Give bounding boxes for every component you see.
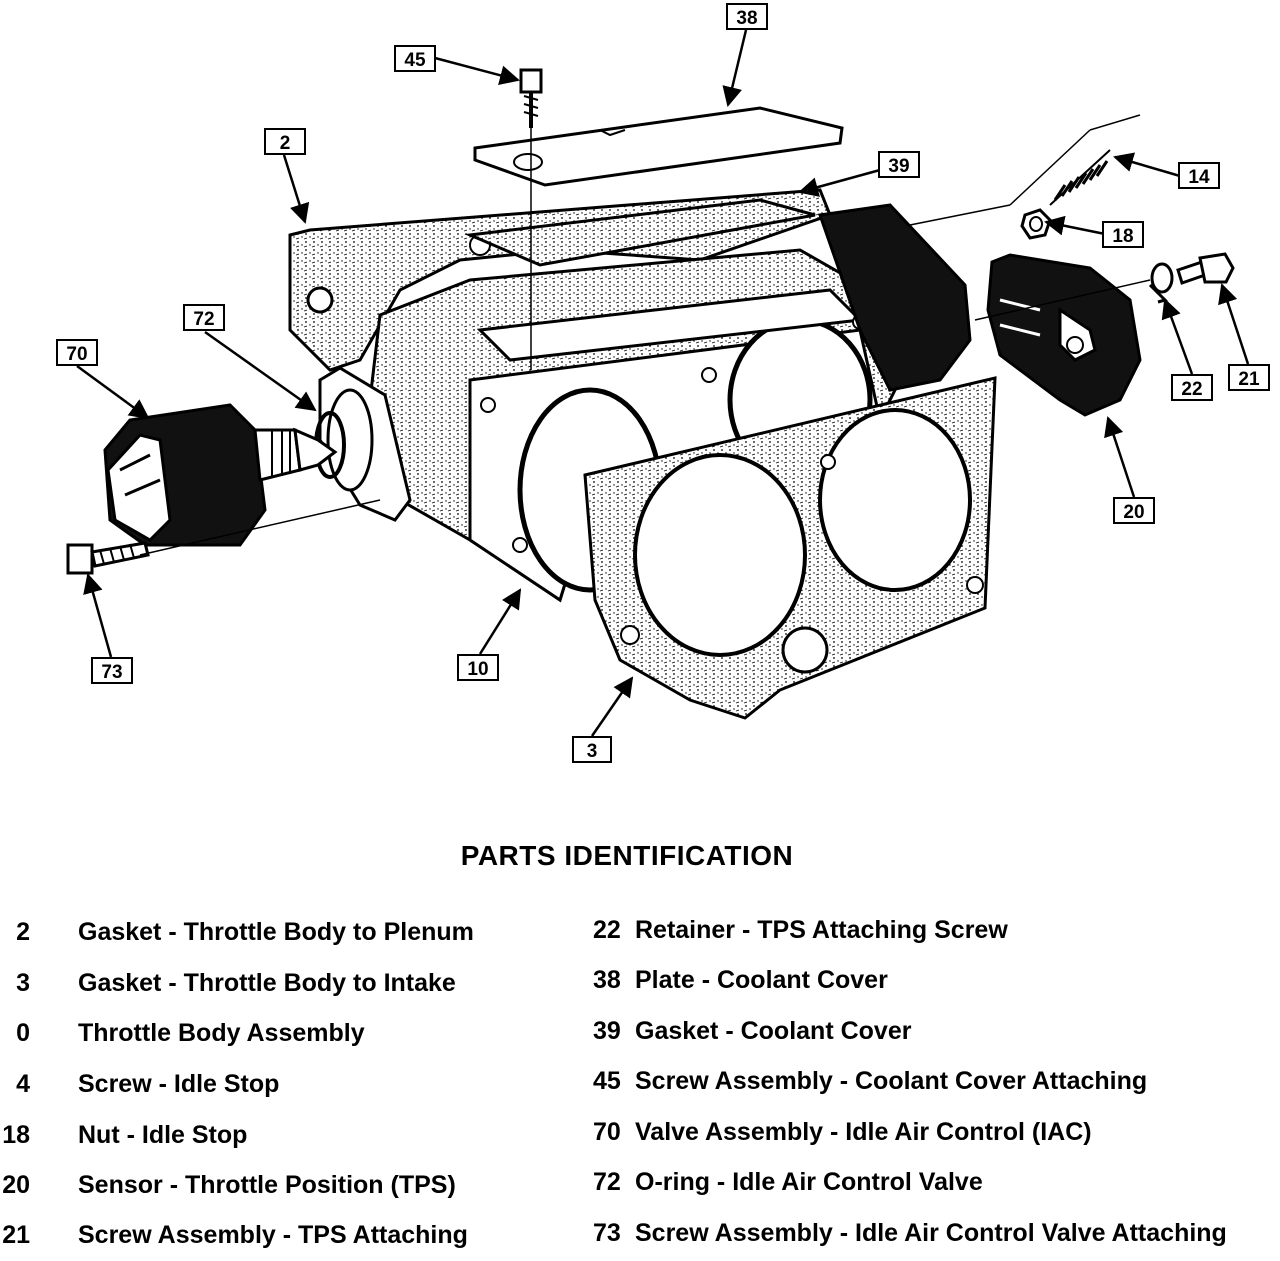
coolant-cover-screw <box>519 68 543 128</box>
list-item: 18 Nut - Idle Stop <box>0 1121 570 1161</box>
part-description: Sensor - Throttle Position (TPS) <box>78 1171 456 1199</box>
callout-73: 73 <box>91 657 133 684</box>
tps-retainer <box>1148 262 1174 304</box>
part-number: 21 <box>2 1221 30 1249</box>
part-description: Nut - Idle Stop <box>78 1121 248 1149</box>
part-number: 70 <box>593 1118 621 1146</box>
callout-39: 39 <box>878 151 920 178</box>
callout-70: 70 <box>56 339 98 366</box>
parts-identification-title: PARTS IDENTIFICATION <box>460 840 794 871</box>
part-number: 3 <box>16 969 30 997</box>
callout-2: 2 <box>264 128 306 155</box>
assembly-guide-lines <box>139 114 1151 556</box>
idle-stop-nut <box>1020 208 1052 240</box>
list-item: 2 Gasket - Throttle Body to Plenum <box>0 918 570 958</box>
list-item: 0 Throttle Body Assembly <box>0 1019 570 1059</box>
callout-20: 20 <box>1113 497 1155 524</box>
list-item: 22 Retainer - TPS Attaching Screw <box>593 916 1273 956</box>
part-number: 39 <box>593 1017 621 1045</box>
coolant-cover-plate <box>473 106 844 187</box>
throttle-position-sensor <box>986 253 1142 417</box>
part-number: 38 <box>593 966 621 994</box>
part-number: 72 <box>593 1168 621 1196</box>
part-description: Gasket - Throttle Body to Intake <box>78 969 456 997</box>
list-item: 38 Plate - Coolant Cover <box>593 966 1273 1006</box>
callout-3: 3 <box>572 736 612 763</box>
part-description: Gasket - Throttle Body to Plenum <box>78 918 474 946</box>
part-description: Retainer - TPS Attaching Screw <box>635 916 1008 944</box>
part-description: Gasket - Coolant Cover <box>635 1017 912 1045</box>
callout-72: 72 <box>183 304 225 331</box>
coolant-cover-gasket <box>464 198 816 267</box>
tps-screw <box>1176 252 1235 285</box>
list-item: 39 Gasket - Coolant Cover <box>593 1017 1273 1057</box>
callout-leaders <box>76 29 1250 737</box>
callout-10: 10 <box>457 654 499 681</box>
part-description: Screw Assembly - Idle Air Control Valve … <box>635 1219 1227 1247</box>
part-number: 20 <box>2 1171 30 1199</box>
list-item: 73 Screw Assembly - Idle Air Control Val… <box>593 1219 1273 1259</box>
callout-21: 21 <box>1228 364 1270 391</box>
part-description: Screw Assembly - Coolant Cover Attaching <box>635 1067 1148 1095</box>
part-number: 2 <box>16 918 30 946</box>
list-item: 3 Gasket - Throttle Body to Intake <box>0 969 570 1009</box>
exploded-view-diagram <box>66 29 1250 737</box>
throttle-body <box>368 248 902 603</box>
return-spring <box>1049 149 1111 206</box>
part-number: 4 <box>16 1070 30 1098</box>
list-item: 20 Sensor - Throttle Position (TPS) <box>0 1171 570 1211</box>
intake-gasket <box>583 376 997 720</box>
callout-18: 18 <box>1102 221 1144 248</box>
part-number: 45 <box>593 1067 621 1095</box>
part-description: Plate - Coolant Cover <box>635 966 888 994</box>
part-number: 18 <box>2 1121 30 1149</box>
callout-38: 38 <box>726 3 768 30</box>
part-description: O-ring - Idle Air Control Valve <box>635 1168 983 1196</box>
idle-air-control-valve <box>103 403 338 547</box>
part-number: 22 <box>593 916 621 944</box>
list-item: 72 O-ring - Idle Air Control Valve <box>593 1168 1273 1208</box>
part-number: 0 <box>16 1019 30 1047</box>
callout-45: 45 <box>394 45 436 72</box>
part-description: Valve Assembly - Idle Air Control (IAC) <box>635 1118 1092 1146</box>
part-description: Screw Assembly - TPS Attaching <box>78 1221 468 1249</box>
list-item: 45 Screw Assembly - Coolant Cover Attach… <box>593 1067 1273 1107</box>
list-item: 70 Valve Assembly - Idle Air Control (IA… <box>593 1118 1273 1158</box>
part-number: 73 <box>593 1219 621 1247</box>
list-item: 4 Screw - Idle Stop <box>0 1070 570 1110</box>
part-description: Screw - Idle Stop <box>78 1070 280 1098</box>
part-description: Throttle Body Assembly <box>78 1019 365 1047</box>
tps-mount <box>817 203 972 392</box>
iac-screw <box>66 541 150 575</box>
callout-14: 14 <box>1178 162 1220 189</box>
callout-22: 22 <box>1171 374 1213 401</box>
list-item: 21 Screw Assembly - TPS Attaching <box>0 1221 570 1261</box>
